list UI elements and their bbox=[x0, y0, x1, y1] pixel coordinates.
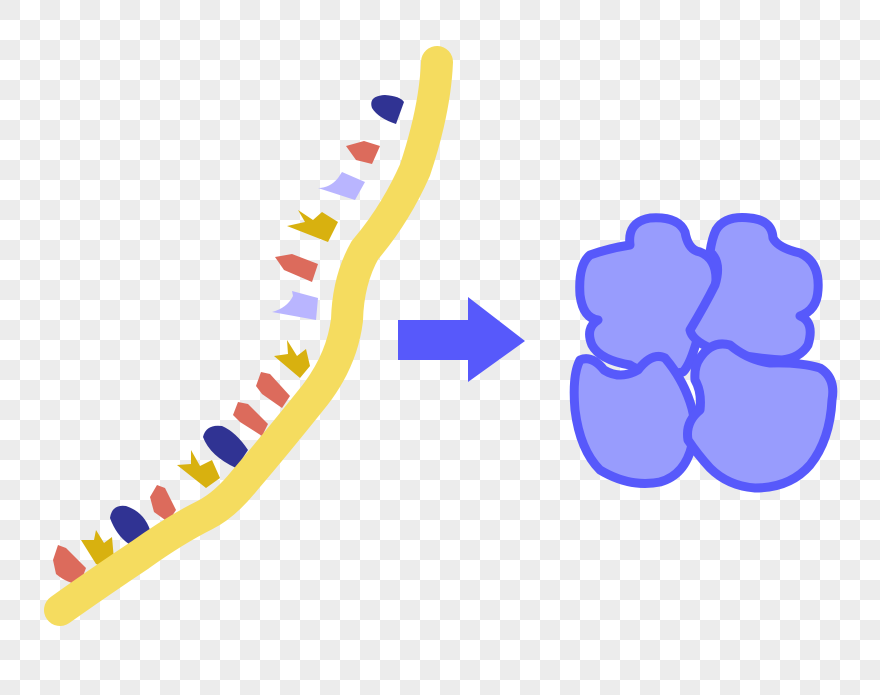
base-gold-2 bbox=[274, 340, 310, 378]
base-gold-1 bbox=[287, 210, 338, 242]
base-navy-1 bbox=[371, 95, 404, 124]
protein-subunit-top-right bbox=[685, 213, 823, 365]
rna-bases bbox=[53, 95, 404, 584]
protein-subunit-bottom-right bbox=[683, 339, 838, 493]
base-gold-3 bbox=[177, 450, 220, 488]
base-red-4 bbox=[233, 402, 268, 436]
rna-backbone bbox=[44, 46, 453, 626]
protein-subunit-top-left bbox=[575, 213, 721, 379]
arrow-right-icon bbox=[398, 297, 525, 382]
base-gold-4 bbox=[81, 530, 114, 566]
protein-subunit-bottom-left bbox=[569, 352, 700, 488]
base-navy-2 bbox=[203, 425, 248, 468]
base-lavender-1 bbox=[318, 172, 365, 200]
protein-complex bbox=[569, 213, 838, 493]
base-red-2 bbox=[275, 254, 318, 282]
base-red-6 bbox=[53, 545, 86, 584]
base-red-5 bbox=[150, 485, 176, 522]
base-red-3 bbox=[256, 372, 290, 408]
base-red-1 bbox=[346, 141, 380, 164]
base-lavender-2 bbox=[272, 291, 318, 320]
